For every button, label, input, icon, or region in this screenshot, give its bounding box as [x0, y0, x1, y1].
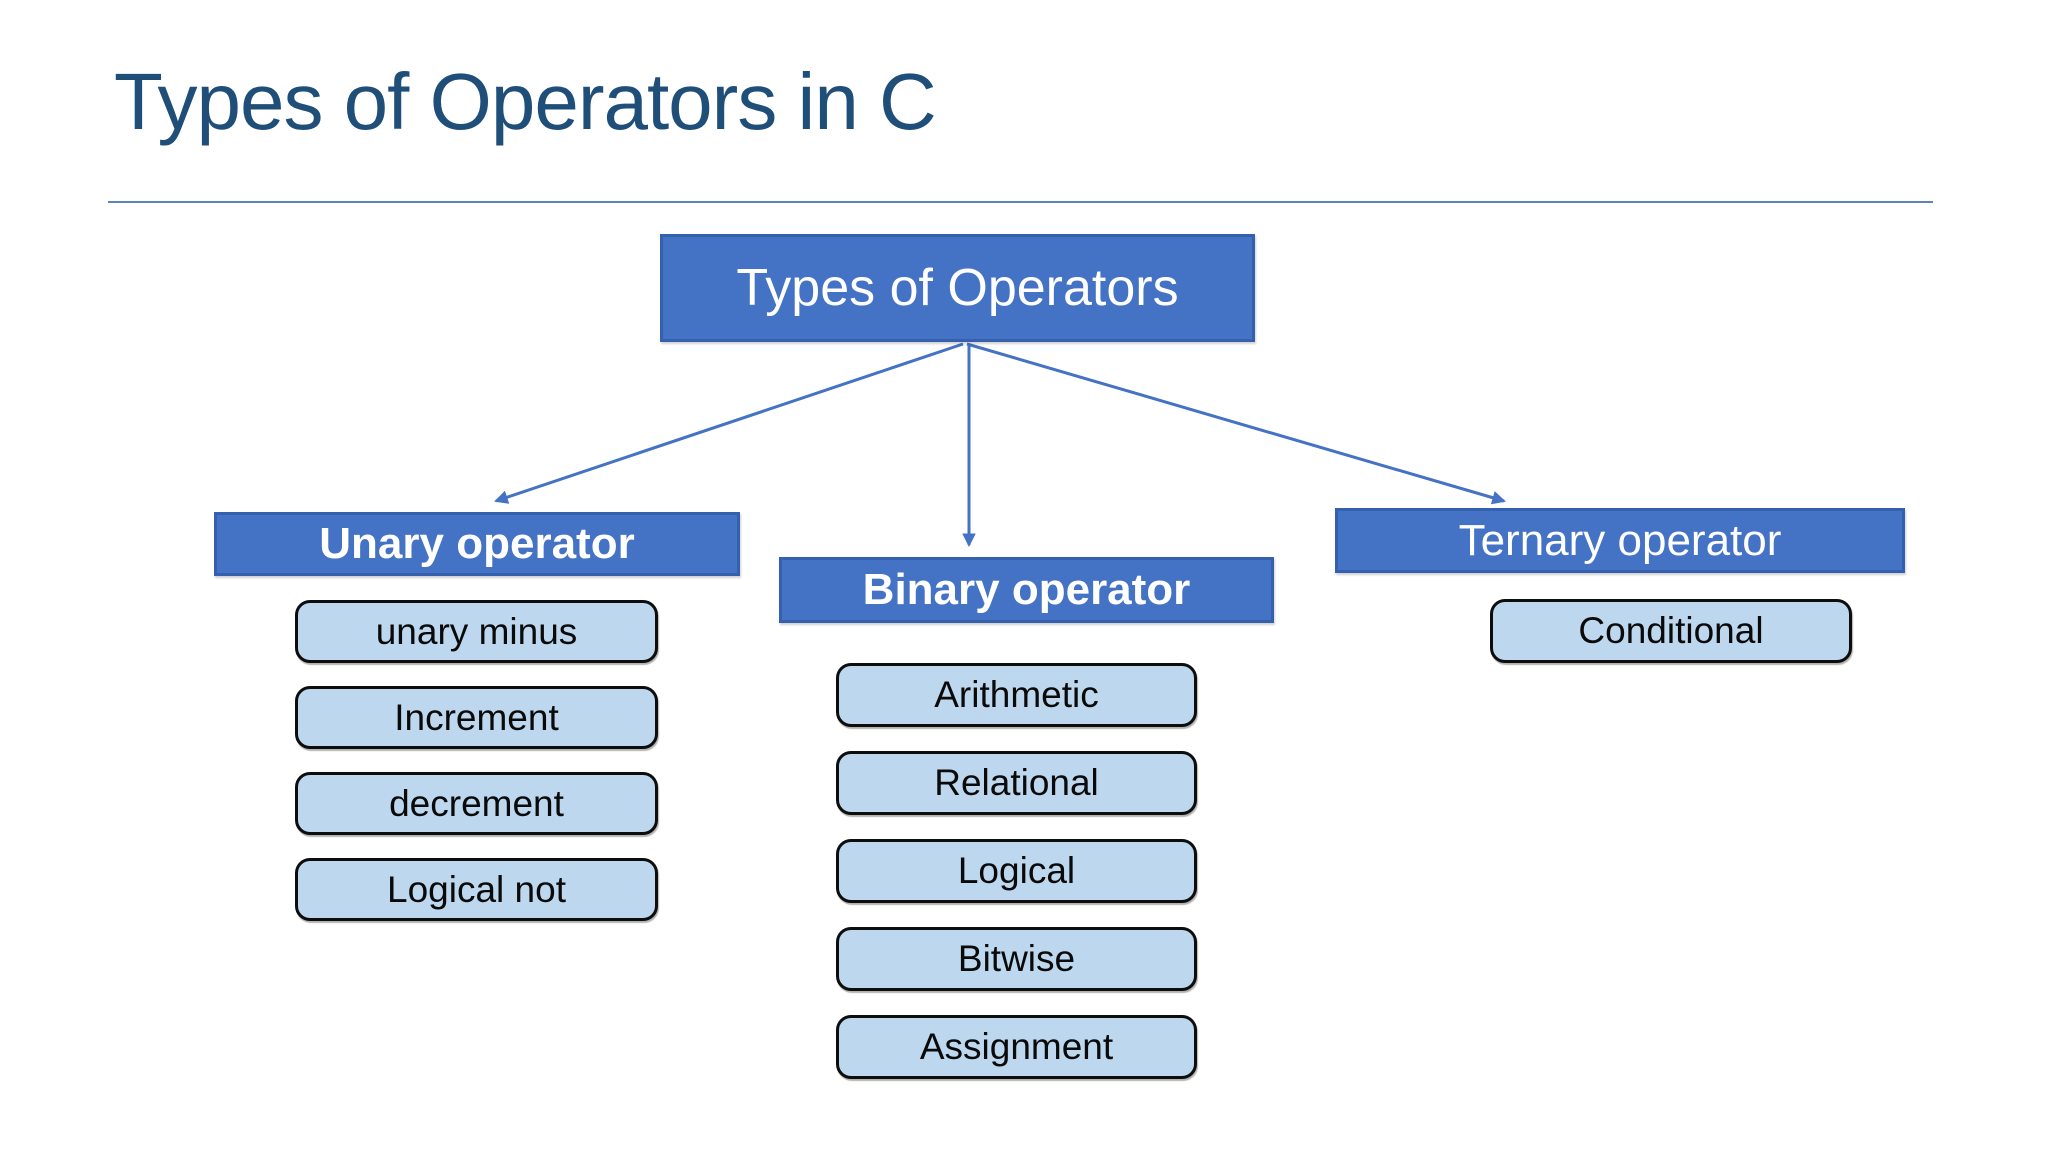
leaf-item: unary minus [295, 600, 658, 663]
leaf-item: Logical [836, 839, 1197, 903]
root-node: Types of Operators [660, 234, 1255, 342]
title-divider [108, 201, 1933, 203]
leaf-item: Relational [836, 751, 1197, 815]
branch-header-binary: Binary operator [779, 557, 1274, 623]
branch-items-ternary: Conditional [1490, 599, 1852, 663]
leaf-item: decrement [295, 772, 658, 835]
leaf-item: Conditional [1490, 599, 1852, 663]
leaf-item: Increment [295, 686, 658, 749]
leaf-item: Logical not [295, 858, 658, 921]
branch-header-ternary: Ternary operator [1335, 508, 1905, 573]
leaf-item: Assignment [836, 1015, 1197, 1079]
branch-header-unary: Unary operator [214, 512, 740, 576]
connector-line-ternary [966, 342, 1506, 505]
leaf-item: Bitwise [836, 927, 1197, 991]
leaf-item: Arithmetic [836, 663, 1197, 727]
page-title: Types of Operators in C [114, 57, 937, 146]
connector-line-unary [494, 342, 964, 504]
